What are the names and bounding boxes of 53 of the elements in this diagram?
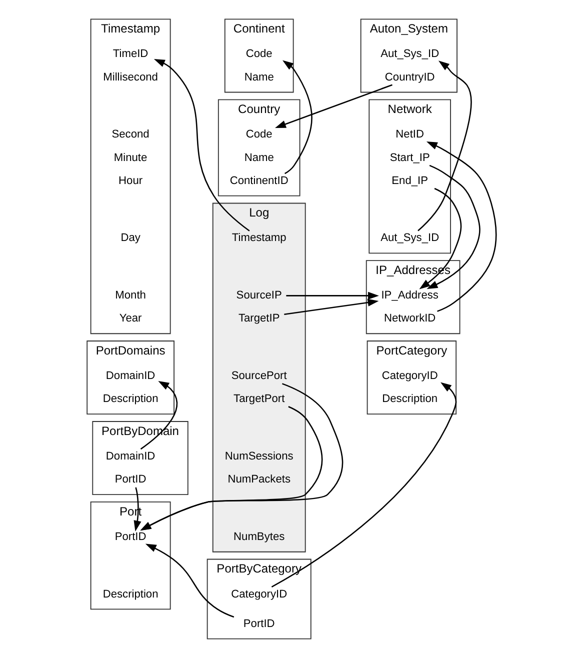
node-text: Minute	[114, 152, 148, 164]
node-text: Code	[246, 48, 272, 60]
node-text: TargetPort	[234, 393, 285, 406]
node-text: PortID	[243, 618, 275, 630]
arrow	[145, 544, 234, 618]
node-text: Code	[246, 128, 272, 141]
node-text: CategoryID	[231, 588, 288, 600]
node-text: End_IP	[392, 174, 428, 187]
node-text: IP_Address	[381, 290, 438, 302]
node-text: Timestamp	[232, 232, 286, 244]
arrow	[282, 60, 312, 174]
node-text: PortID	[114, 474, 146, 486]
node-text: CategoryID	[382, 370, 438, 382]
node-text: NumSessions	[224, 450, 294, 462]
arrow	[271, 382, 457, 588]
arrow	[426, 141, 497, 312]
arrow	[154, 59, 250, 232]
node-text: TimeID	[112, 48, 148, 60]
node-text: NumBytes	[234, 530, 285, 543]
node-text: Year	[119, 312, 142, 325]
node-text: Month	[115, 290, 146, 302]
arrow	[140, 406, 323, 531]
node-text: Aut_Sys_ID	[380, 232, 440, 244]
node-text: Name	[244, 71, 274, 84]
node-text: ContinentID	[230, 174, 288, 187]
node-text: Name	[244, 152, 274, 164]
arrow	[274, 84, 392, 128]
node-text: SourceIP	[236, 290, 282, 302]
node-text: Hour	[118, 174, 143, 187]
node-text: NetID	[396, 128, 424, 141]
node-text: DomainID	[106, 370, 156, 382]
node-text: CountryID	[384, 71, 435, 84]
node-text: Day	[120, 232, 140, 244]
arrow	[286, 292, 379, 300]
node-text: DomainID	[106, 450, 156, 462]
node-text: Millisecond	[103, 71, 158, 84]
node-text: SourcePort	[231, 370, 287, 382]
arrow	[140, 380, 178, 450]
node-text: NetworkID	[384, 312, 436, 325]
node-text: Description	[102, 393, 158, 406]
node-text: Start_IP	[390, 152, 430, 164]
arrow	[419, 188, 462, 290]
arrow	[426, 164, 480, 289]
node-text: PortID	[114, 530, 146, 543]
node-text: Second	[112, 128, 150, 141]
node-text: NumPackets	[228, 474, 291, 486]
node-text: Description	[382, 393, 438, 406]
arrow	[284, 298, 379, 316]
node-text: Description	[102, 588, 158, 600]
arrow	[418, 60, 472, 232]
arrow	[140, 383, 344, 531]
node-text: TargetIP	[238, 312, 280, 325]
node-text: Aut_Sys_ID	[380, 48, 440, 60]
